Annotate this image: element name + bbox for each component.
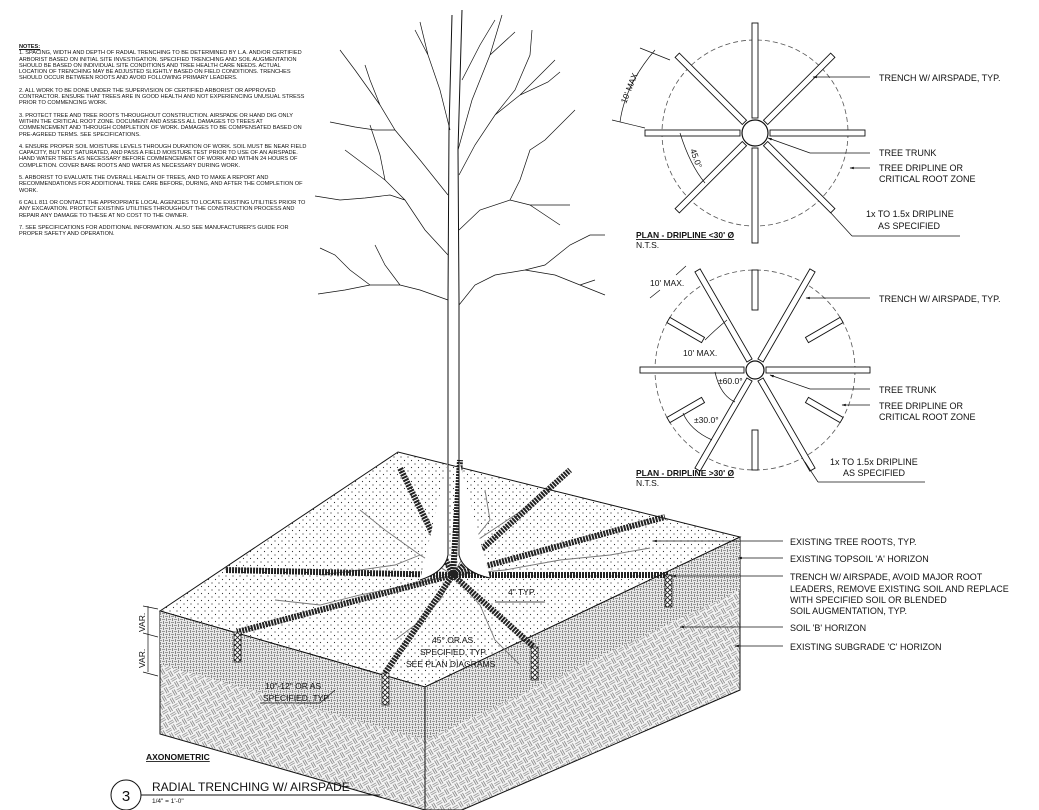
- tree-illustration: [314, 9, 606, 460]
- trench-spoke: [694, 377, 753, 472]
- callout-trench-4: SOIL AUGMENTATION, TYP.: [790, 606, 907, 616]
- tree-trunk-symbol: [741, 119, 769, 147]
- callout-trunk: TREE TRUNK: [879, 148, 936, 158]
- trench-spoke: [751, 147, 759, 244]
- dim-10ft-max: 10' MAX.: [619, 69, 641, 104]
- note-3: 3. Protect tree and tree roots throughou…: [19, 112, 302, 138]
- notes-title: NOTES:: [19, 44, 41, 50]
- trench-spoke: [644, 129, 741, 137]
- trench-spoke: [757, 377, 816, 472]
- callout-tree-roots: EXISTING TREE ROOTS, TYP.: [790, 537, 917, 547]
- note-1: 1. Spacing, width and depth of radial tr…: [19, 50, 302, 82]
- plan-large-title: PLAN - DRIPLINE >30' Ø: [636, 468, 735, 478]
- note-5: 5. Arborist to evaluate the overall heal…: [19, 175, 303, 194]
- callout-dripline-2: CRITICAL ROOT ZONE: [879, 412, 976, 422]
- axonometric-trench: [224, 567, 454, 578]
- callout-dripline-1: TREE DRIPLINE OR: [879, 401, 964, 411]
- callout-extent-1: 1x TO 1.5x DRIPLINE: [830, 457, 918, 467]
- detail-number: 3: [122, 788, 130, 805]
- callout-trench: TRENCH W/ AIRSPADE, TYP.: [879, 73, 1001, 83]
- dim-45-deg: 45.0°: [688, 147, 704, 169]
- axonometric-trench: [236, 572, 454, 635]
- trench-spoke: [666, 316, 706, 344]
- trench-spoke: [694, 268, 753, 363]
- axonometric-trench: [382, 573, 456, 675]
- trench-spoke: [674, 140, 748, 214]
- plan-small-scale: N.T.S.: [636, 240, 659, 250]
- trench-spoke: [757, 268, 816, 363]
- callout-trench-1: TRENCH W/ AIRSPADE, AVOID MAJOR ROOT: [790, 572, 983, 582]
- trench-spoke: [639, 366, 745, 374]
- callout-soil-b: SOIL 'B' HORIZON: [790, 623, 866, 633]
- trench-spoke: [751, 269, 759, 311]
- trench-spokes: [639, 268, 871, 472]
- trench-spoke: [762, 140, 836, 214]
- axonometric-label: AXONOMETRIC: [146, 752, 210, 762]
- note-angle-1: 45° OR AS: [432, 635, 474, 645]
- callout-extent-2: AS SPECIFIED: [843, 468, 906, 478]
- detail-scale: 1/4" = 1'-0": [152, 798, 184, 805]
- trench-spoke: [762, 52, 836, 126]
- note-4: 4. Ensure proper soil moisture levels th…: [19, 143, 307, 169]
- callout-trunk: TREE TRUNK: [879, 385, 936, 395]
- dim-var-subsoil: VAR.: [137, 649, 147, 668]
- note-width-1: 10"-12" OR AS: [265, 681, 321, 691]
- note-width-2: SPECIFIED, TYP.: [263, 693, 330, 703]
- tree-trunk-symbol: [745, 360, 765, 380]
- trench-spokes: [644, 22, 866, 244]
- callout-extent-1: 1x TO 1.5x DRIPLINE: [866, 209, 954, 219]
- axonometric-trench: [452, 514, 666, 578]
- note-7: 7. See specifications for additional inf…: [19, 224, 289, 238]
- dim-30-deg: ±30.0°: [694, 415, 719, 425]
- callout-topsoil: EXISTING TOPSOIL 'A' HORIZON: [790, 554, 929, 564]
- plan-dripline-large: 10' MAX. 10' MAX. ±60.0° ±30.0° TRENCH W…: [636, 265, 1001, 488]
- callout-subgrade-c: EXISTING SUBGRADE 'C' HORIZON: [790, 642, 941, 652]
- callout-dripline-2: CRITICAL ROOT ZONE: [879, 174, 976, 184]
- callout-extent-2: AS SPECIFIED: [878, 221, 941, 231]
- callout-trench: TRENCH W/ AIRSPADE, TYP.: [879, 294, 1001, 304]
- dim-outer-10ft: 10' MAX.: [650, 278, 684, 288]
- plan-dripline-small: 10' MAX. 45.0° TRENCH W/ AIRSPADE, TYP. …: [611, 22, 1001, 250]
- note-angle-2: SPECIFIED, TYP.: [420, 647, 487, 657]
- trench-spoke: [804, 316, 844, 344]
- axonometric-trench: [451, 572, 536, 650]
- trench-spoke: [666, 396, 706, 424]
- callout-dripline-1: TREE DRIPLINE OR: [879, 163, 964, 173]
- trench-spoke: [751, 429, 759, 471]
- callout-trench-3: WITH SPECIFIED SOIL OR BLENDED: [790, 595, 947, 605]
- plan-small-title: PLAN - DRIPLINE <30' Ø: [636, 230, 735, 240]
- plan-large-scale: N.T.S.: [636, 478, 659, 488]
- note-depth: 4" TYP.: [508, 587, 536, 597]
- callout-trench-2: LEADERS, REMOVE EXISTING SOIL AND REPLAC…: [790, 584, 1009, 594]
- notes-block: NOTES: 1. Spacing, width and depth of ra…: [19, 44, 309, 243]
- trench-spoke: [804, 396, 844, 424]
- axonometric-trench: [450, 467, 573, 578]
- trench-spoke: [751, 22, 759, 119]
- trench-spoke: [769, 129, 866, 137]
- dim-var-topsoil: VAR.: [137, 613, 147, 632]
- note-2: 2. All work to be done under the supervi…: [19, 87, 305, 107]
- detail-title: RADIAL TRENCHING W/ AIRSPADE: [152, 780, 350, 794]
- dim-60-deg: ±60.0°: [718, 376, 743, 386]
- axonometric-block: VAR. VAR. 10"-12" OR AS SPECIFIED, TYP. …: [137, 451, 1009, 810]
- trench-spoke: [765, 366, 871, 374]
- title-block: 3 RADIAL TRENCHING W/ AIRSPADE 1/4" = 1'…: [110, 779, 380, 810]
- note-angle-3: SEE PLAN DIAGRAMS: [406, 659, 496, 669]
- note-6: 6 Call 811 or contact the appropriate lo…: [19, 199, 306, 219]
- dim-inner-10ft: 10' MAX.: [683, 348, 717, 358]
- trench-spoke: [674, 52, 748, 126]
